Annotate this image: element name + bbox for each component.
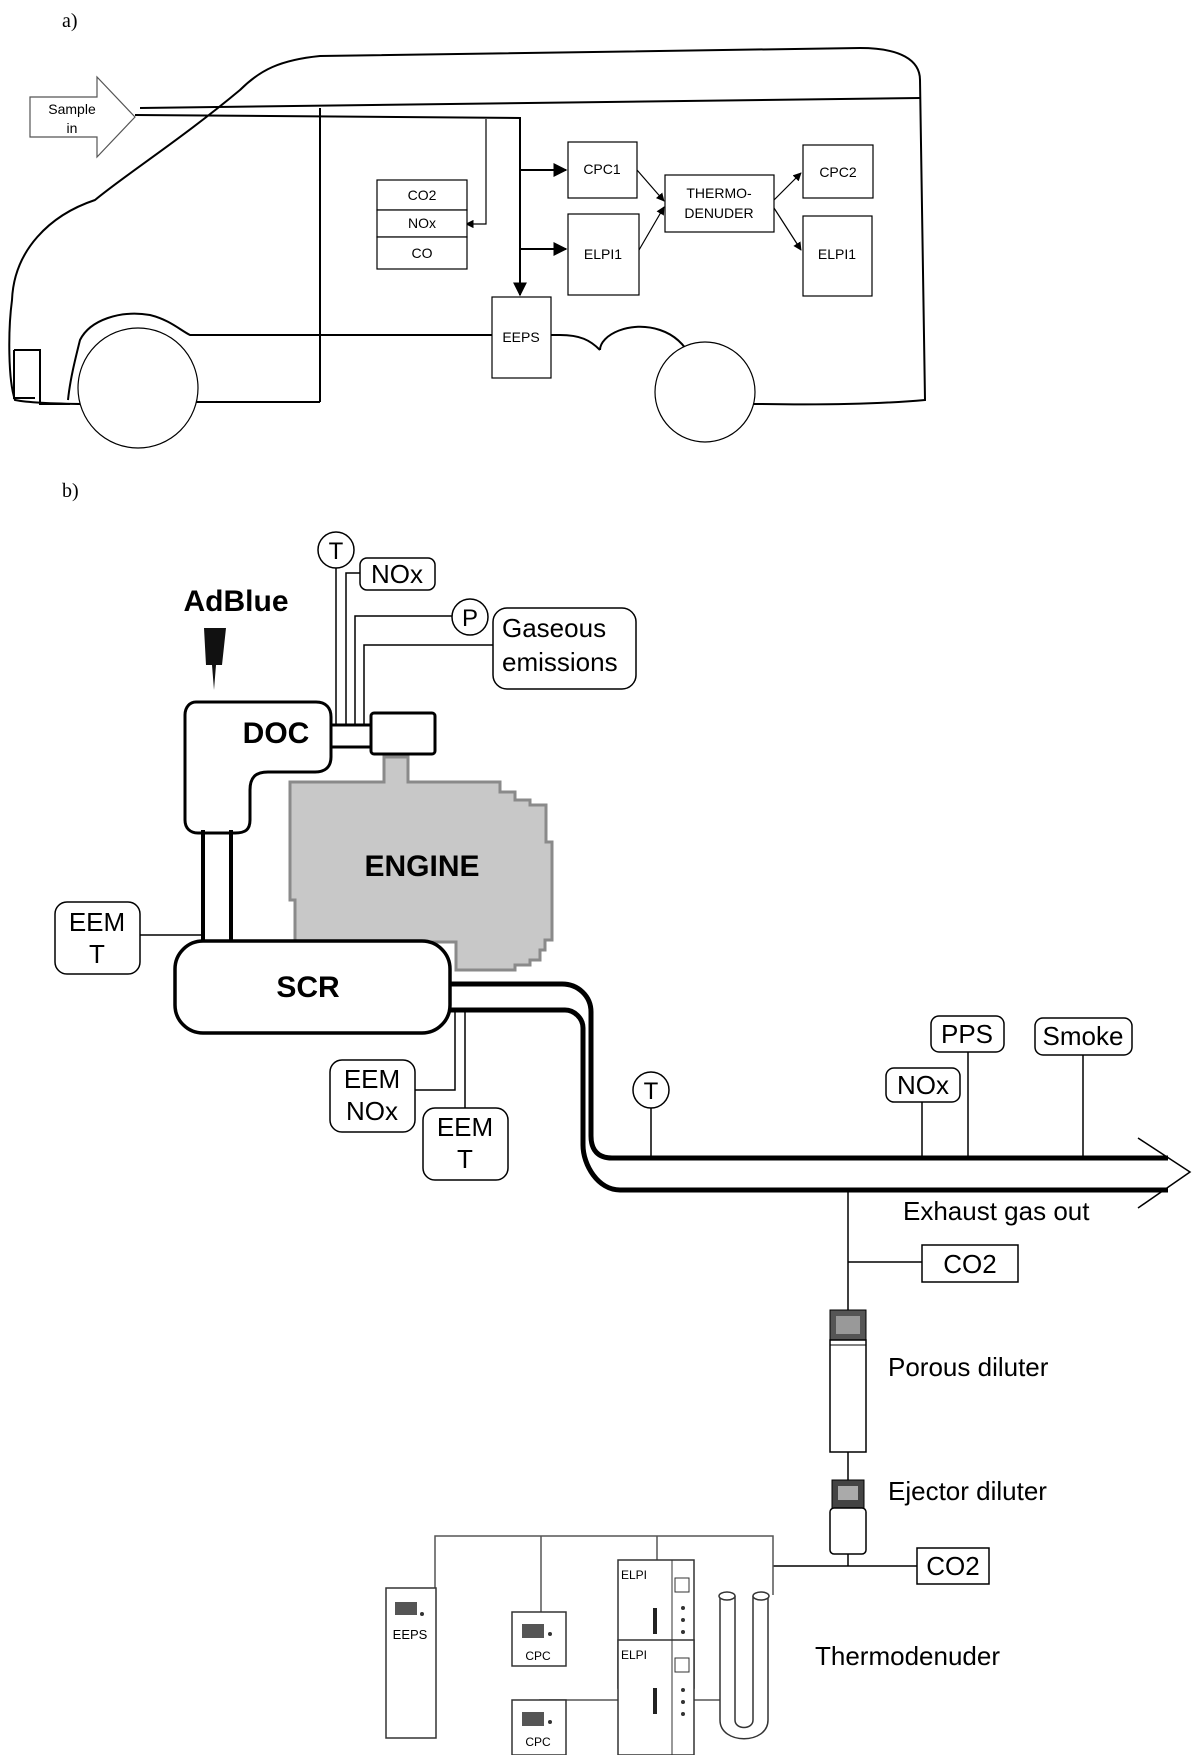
doc-pressure-sensor <box>451 598 489 636</box>
smoke-box <box>1034 1017 1133 1056</box>
sample-in-label-1: Sample <box>48 101 96 117</box>
thermodenuder-box <box>664 174 775 233</box>
co2-upper-label: CO2 <box>943 1249 996 1279</box>
inst-elpi-label: ELPI <box>621 1568 647 1582</box>
tailpipe-temperature-sensor <box>632 1071 670 1109</box>
eem-nox-label-2: NOx <box>346 1096 398 1126</box>
smoke-label: Smoke <box>1043 1021 1124 1051</box>
cpc2-box <box>802 144 874 199</box>
eeps-box <box>491 296 552 379</box>
doc-t-label: T <box>329 538 344 565</box>
pps-box <box>930 1015 1005 1053</box>
sampling-probe-line <box>847 1190 922 1310</box>
co2-lower-box <box>916 1547 990 1585</box>
eem-nox-label-1: EEM <box>344 1064 400 1094</box>
turbo-neck <box>329 723 375 749</box>
front-wheel <box>77 327 199 449</box>
co2-analyzer-box <box>376 179 468 211</box>
nox-analyzer-label: NOx <box>408 215 436 231</box>
eem-t-left-label-1: EEM <box>69 907 125 937</box>
panel-a-label: a) <box>62 10 78 32</box>
porous-diluter-label: Porous diluter <box>888 1352 1049 1382</box>
gas-analyzer-stack <box>376 179 468 270</box>
elpi1-label: ELPI1 <box>584 246 622 262</box>
doc-nox-sensor <box>359 557 436 591</box>
scr-label: SCR <box>276 971 340 1004</box>
tailpipe-t-label: T <box>644 1078 659 1105</box>
doc-label: DOC <box>243 717 310 750</box>
ejector-diluter-label: Ejector diluter <box>888 1476 1047 1506</box>
co-analyzer-label: CO <box>412 245 433 261</box>
inst-elpi-2-label: ELPI <box>621 1648 647 1662</box>
eem-t-left-box <box>54 901 141 975</box>
eeps-label: EEPS <box>502 329 539 345</box>
adblue-injector <box>204 628 226 690</box>
ejector-diluter <box>829 1452 867 1555</box>
engine-label: ENGINE <box>364 850 479 883</box>
cpc1-label: CPC1 <box>583 161 621 177</box>
thermodenuder-label-1: THERMO- <box>686 185 752 201</box>
sample-in-label-2: in <box>67 120 78 136</box>
exhaust-pipe <box>450 981 1168 1193</box>
exhaust-outlet-arrow <box>1137 1137 1192 1209</box>
elpi1-box <box>567 213 640 296</box>
adblue-label: AdBlue <box>184 585 289 618</box>
co2-analyzer-label: CO2 <box>408 187 437 203</box>
co-analyzer-box <box>376 236 468 270</box>
elpi1-after-box <box>802 215 873 297</box>
doc-body <box>183 700 333 835</box>
tailpipe-nox-box <box>885 1067 961 1103</box>
cpc2-label: CPC2 <box>819 164 857 180</box>
doc-p-label: P <box>462 605 478 632</box>
elpi1-after-label: ELPI1 <box>818 246 856 262</box>
panel-a-flow-arrows <box>636 169 802 251</box>
doc-nox-label: NOx <box>371 559 423 589</box>
scr-sensor-lines <box>415 1010 466 1108</box>
rear-wheel <box>654 341 756 443</box>
inst-eeps-label: EEPS <box>393 1627 428 1642</box>
sampling-lines <box>134 114 568 297</box>
eem-t-right-label-2: T <box>457 1144 473 1174</box>
co2-upper-box <box>921 1244 1019 1283</box>
tailpipe-nox-label: NOx <box>897 1070 949 1100</box>
exhaust-out-label: Exhaust gas out <box>903 1196 1090 1226</box>
nox-analyzer-box <box>376 209 468 238</box>
front-bumper <box>13 349 70 405</box>
gaseous-emissions-label-2: emissions <box>502 647 618 677</box>
panel-b-label: b) <box>62 480 79 502</box>
pps-label: PPS <box>941 1019 993 1049</box>
gaseous-emissions-box <box>492 607 637 690</box>
doc-temperature-sensor <box>317 531 355 569</box>
eem-t-left-label-2: T <box>89 939 105 969</box>
thermodenuder-label: Thermodenuder <box>815 1641 1000 1671</box>
doc-sensor-lines <box>335 568 493 725</box>
cpc-instrument-2 <box>511 1699 567 1755</box>
cpc-instrument <box>511 1611 567 1667</box>
inst-cpc-2-label: CPC <box>525 1735 551 1749</box>
turbo-housing <box>369 711 437 756</box>
thermodenuder-u-tube <box>718 1591 770 1740</box>
ejector-outlet-lines <box>773 1554 922 1567</box>
thermodenuder-label-2: DENUDER <box>684 205 753 221</box>
eem-nox-box <box>329 1059 416 1133</box>
inst-cpc-label: CPC <box>525 1649 551 1663</box>
co2-lower-label: CO2 <box>926 1551 979 1581</box>
scr-body <box>173 939 452 1035</box>
sample-in-arrow <box>29 75 136 159</box>
elpi-instrument-2 <box>617 1639 695 1755</box>
gaseous-emissions-label-1: Gaseous <box>502 613 606 643</box>
cpc1-box <box>567 141 638 199</box>
eeps-instrument <box>385 1587 437 1739</box>
eem-t-right-label-1: EEM <box>437 1112 493 1142</box>
doc-scr-pipes <box>201 830 233 948</box>
porous-diluter <box>829 1309 867 1453</box>
van-wheels <box>77 327 756 449</box>
gas-branch-line <box>465 119 487 229</box>
eem-t-right-box <box>422 1107 509 1181</box>
tailpipe-sensor-lines <box>650 1052 1084 1158</box>
